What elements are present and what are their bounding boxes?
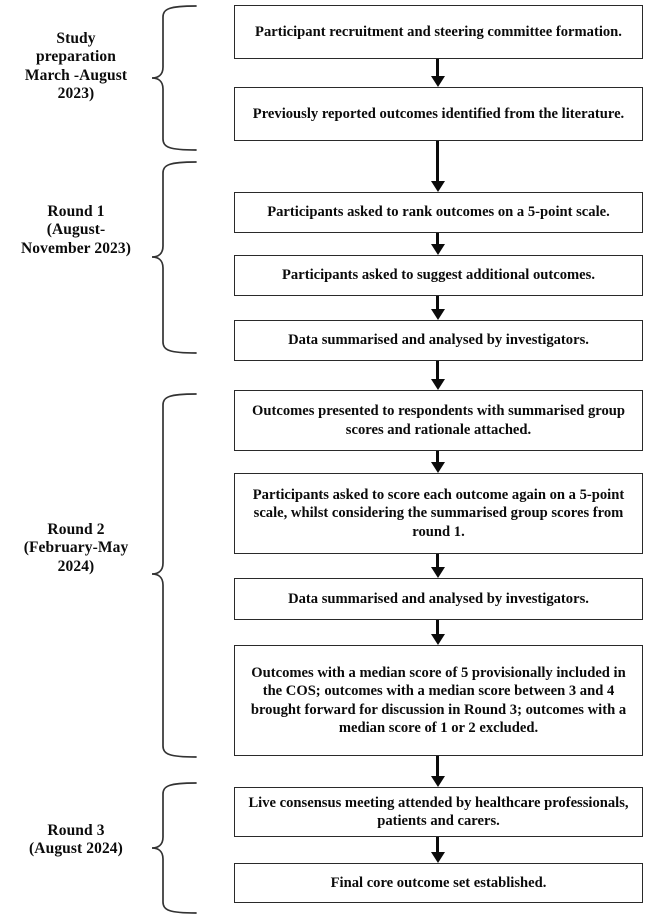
arrow-head-icon xyxy=(430,181,445,192)
process-box-median-score-thresholds: Outcomes with a median score of 5 provis… xyxy=(234,645,643,756)
connector-arrow-1 xyxy=(430,59,445,87)
process-box-data-summarised-round-2: Data summarised and analysed by investig… xyxy=(234,578,643,620)
process-box-text: Participants asked to suggest additional… xyxy=(282,267,595,284)
arrow-head-icon xyxy=(430,379,445,390)
connector-arrow-2 xyxy=(430,141,445,192)
connector-arrow-8 xyxy=(430,620,445,645)
phase-label-line: preparation xyxy=(35,48,117,66)
process-box-outcomes-presented-with-group-scores: Outcomes presented to respondents with s… xyxy=(234,390,643,451)
phase-label-line: Round 1 xyxy=(47,203,105,220)
arrow-head-icon xyxy=(430,634,445,645)
phase-label-line: (August 2024) xyxy=(29,840,123,858)
process-box-final-core-outcome-set: Final core outcome set established. xyxy=(234,863,643,903)
arrow-head-icon xyxy=(430,244,445,255)
arrow-shaft xyxy=(436,59,439,78)
process-box-live-consensus-meeting: Live consensus meeting attended by healt… xyxy=(234,787,643,837)
process-box-text: Final core outcome set established. xyxy=(330,874,547,891)
arrow-head-icon xyxy=(430,567,445,578)
phase-label-round-1: Round 1(August-November 2023) xyxy=(0,203,152,258)
arrow-shaft xyxy=(436,296,439,311)
arrow-shaft xyxy=(436,554,439,569)
connector-arrow-7 xyxy=(430,554,445,578)
arrow-shaft xyxy=(436,233,439,246)
phase-label-line: (February-May xyxy=(23,539,129,557)
connector-arrow-5 xyxy=(430,361,445,390)
process-box-score-each-outcome-again: Participants asked to score each outcome… xyxy=(234,473,643,554)
phase-label-round-3: Round 3(August 2024) xyxy=(0,822,152,859)
phase-label-line: Round 2 xyxy=(47,521,105,538)
process-box-previously-reported-outcomes: Previously reported outcomes identified … xyxy=(234,87,643,141)
process-box-rank-outcomes-5-point: Participants asked to rank outcomes on a… xyxy=(234,192,643,233)
process-box-text: Previously reported outcomes identified … xyxy=(252,105,625,122)
connector-arrow-6 xyxy=(430,451,445,473)
phase-label-line: Round 3 xyxy=(47,822,105,839)
process-box-text: Participants asked to score each outcome… xyxy=(252,486,625,540)
arrow-shaft xyxy=(436,837,439,854)
phase-label-line: (August- xyxy=(46,221,106,239)
phase-label-line: Study xyxy=(56,30,96,47)
arrow-head-icon xyxy=(430,852,445,863)
connector-arrow-4 xyxy=(430,296,445,320)
arrow-shaft xyxy=(436,620,439,636)
arrow-head-icon xyxy=(430,776,445,787)
phase-label-line: November 2023) xyxy=(20,239,132,257)
brace-study-preparation xyxy=(151,5,197,151)
process-box-text: Participant recruitment and steering com… xyxy=(255,23,622,40)
process-box-text: Participants asked to rank outcomes on a… xyxy=(267,204,610,221)
process-box-participant-recruitment: Participant recruitment and steering com… xyxy=(234,5,643,59)
brace-round-1 xyxy=(151,161,197,354)
arrow-head-icon xyxy=(430,462,445,473)
process-box-suggest-additional-outcomes: Participants asked to suggest additional… xyxy=(234,255,643,296)
process-box-data-summarised-round-1: Data summarised and analysed by investig… xyxy=(234,320,643,361)
connector-arrow-9 xyxy=(430,756,445,787)
brace-round-3 xyxy=(151,782,197,914)
brace-round-2 xyxy=(151,393,197,758)
arrow-shaft xyxy=(436,141,439,183)
phase-label-line: 2024) xyxy=(57,557,95,575)
phase-label-line: 2023) xyxy=(57,84,95,102)
process-box-text: Outcomes with a median score of 5 provis… xyxy=(250,664,627,736)
process-box-text: Data summarised and analysed by investig… xyxy=(288,332,589,349)
arrow-head-icon xyxy=(430,76,445,87)
arrow-head-icon xyxy=(430,309,445,320)
process-box-text: Live consensus meeting attended by healt… xyxy=(248,794,629,829)
arrow-shaft xyxy=(436,756,439,778)
phase-label-line: March -August xyxy=(24,66,128,84)
connector-arrow-10 xyxy=(430,837,445,863)
connector-arrow-3 xyxy=(430,233,445,255)
arrow-shaft xyxy=(436,451,439,464)
arrow-shaft xyxy=(436,361,439,381)
process-box-text: Outcomes presented to respondents with s… xyxy=(252,403,625,438)
process-box-text: Data summarised and analysed by investig… xyxy=(288,590,589,607)
